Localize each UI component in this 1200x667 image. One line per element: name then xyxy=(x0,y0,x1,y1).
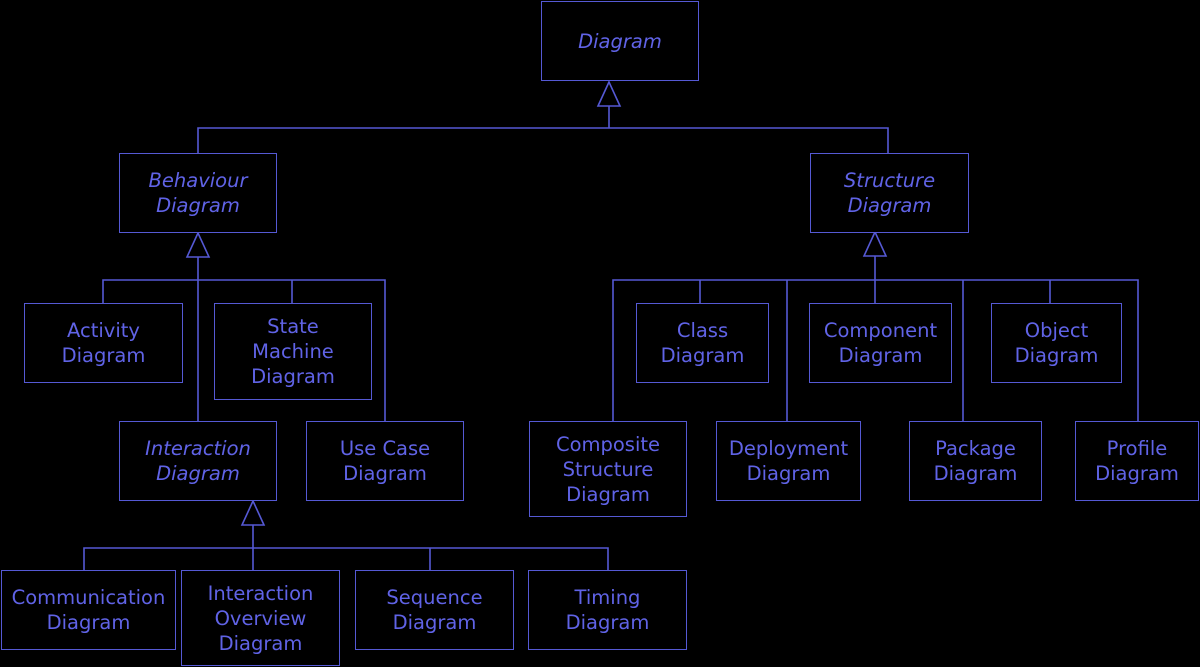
connector xyxy=(83,547,609,570)
generalization-arrow xyxy=(240,499,266,526)
class-diagram-node: Class Diagram xyxy=(636,303,769,383)
communication-diagram-node: Communication Diagram xyxy=(1,570,176,650)
component-diagram-label: Component Diagram xyxy=(823,319,938,367)
composite-structure-diagram-node: Composite Structure Diagram xyxy=(529,421,687,517)
use-case-diagram-label: Use Case Diagram xyxy=(339,437,431,485)
package-diagram-label: Package Diagram xyxy=(933,437,1018,485)
timing-diagram-label: Timing Diagram xyxy=(565,586,650,634)
sequence-diagram-node: Sequence Diagram xyxy=(355,570,514,650)
structure-diagram-label: Structure Diagram xyxy=(843,169,936,217)
object-diagram-label: Object Diagram xyxy=(1014,319,1099,367)
interaction-overview-diagram-label: Interaction Overview Diagram xyxy=(207,581,314,655)
package-diagram-node: Package Diagram xyxy=(909,421,1042,501)
connector xyxy=(197,127,889,153)
behaviour-diagram-node: Behaviour Diagram xyxy=(119,153,277,233)
generalization-arrow xyxy=(862,230,888,257)
connector xyxy=(102,279,386,421)
use-case-diagram-node: Use Case Diagram xyxy=(306,421,464,501)
composite-structure-diagram-label: Composite Structure Diagram xyxy=(555,432,661,506)
activity-diagram-label: Activity Diagram xyxy=(61,319,146,367)
connector xyxy=(612,279,1139,421)
structure-diagram-node: Structure Diagram xyxy=(810,153,969,233)
component-diagram-node: Component Diagram xyxy=(809,303,952,383)
generalization-arrow xyxy=(185,231,211,258)
profile-diagram-node: Profile Diagram xyxy=(1075,421,1199,501)
class-diagram-label: Class Diagram xyxy=(660,319,745,367)
profile-diagram-label: Profile Diagram xyxy=(1095,437,1179,485)
interaction-diagram-node: Interaction Diagram xyxy=(119,421,277,501)
interaction-overview-diagram-node: Interaction Overview Diagram xyxy=(181,570,340,666)
deployment-diagram-label: Deployment Diagram xyxy=(728,437,849,485)
diagram-node: Diagram xyxy=(541,1,699,81)
generalization-arrow xyxy=(596,80,622,107)
activity-diagram-node: Activity Diagram xyxy=(24,303,183,383)
communication-diagram-label: Communication Diagram xyxy=(11,586,166,634)
deployment-diagram-node: Deployment Diagram xyxy=(716,421,861,501)
state-machine-diagram-label: State Machine Diagram xyxy=(251,315,335,388)
behaviour-diagram-label: Behaviour Diagram xyxy=(148,169,248,217)
object-diagram-node: Object Diagram xyxy=(991,303,1122,383)
state-machine-diagram-node: State Machine Diagram xyxy=(214,303,372,400)
diagram-label: Diagram xyxy=(578,29,662,53)
sequence-diagram-label: Sequence Diagram xyxy=(386,586,483,634)
interaction-diagram-label: Interaction Diagram xyxy=(145,437,251,485)
timing-diagram-node: Timing Diagram xyxy=(528,570,687,650)
